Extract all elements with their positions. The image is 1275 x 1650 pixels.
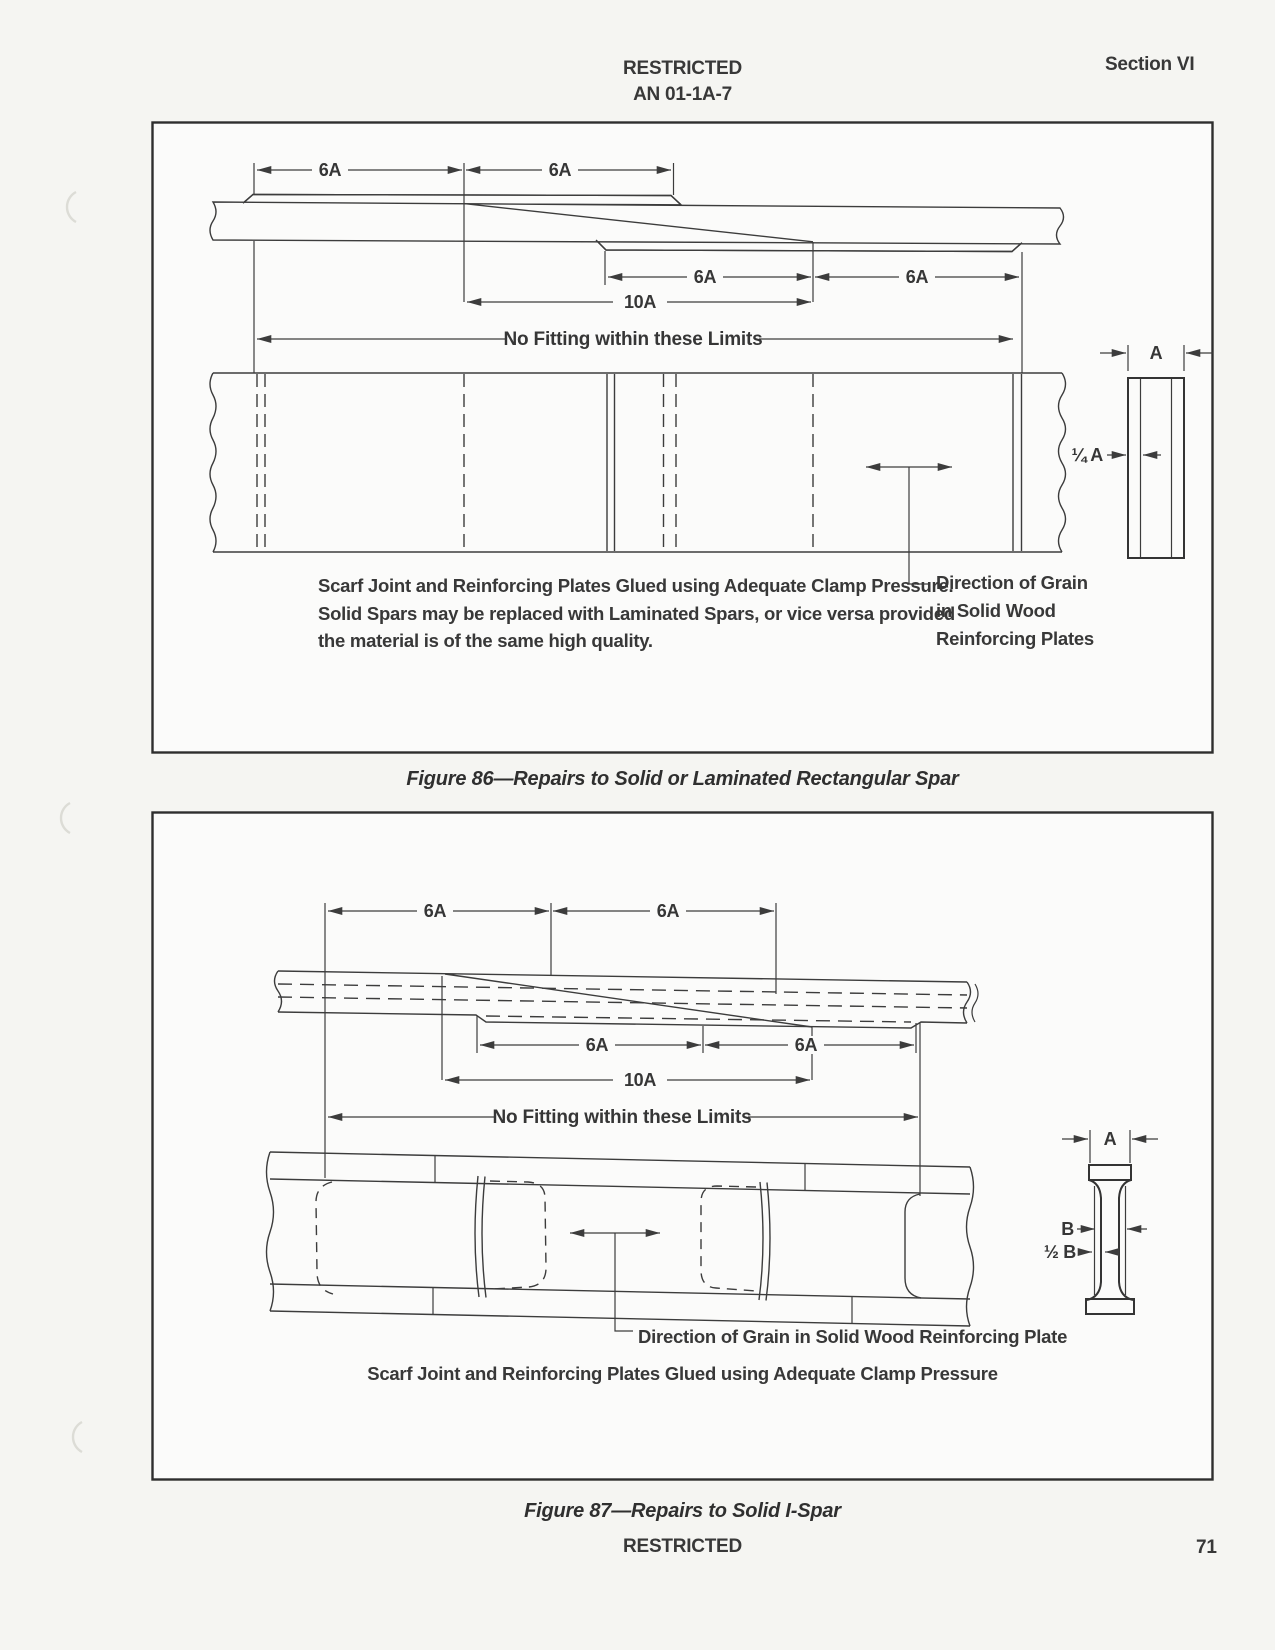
fig86-plan-view (209, 372, 1067, 553)
fig86-caption: Figure 86—Repairs to Solid or Laminated … (406, 768, 959, 790)
fig86-dim-no-fitting: No Fitting within these Limits (504, 329, 763, 350)
fig87-reinforcing-blocks (315, 1175, 922, 1301)
fig87-plan-view (265, 1151, 975, 1327)
fig87-spar-broken-edge-left (273, 970, 283, 1013)
fig87-dim-half-b: ½ B (1044, 1242, 1076, 1262)
fig86-plan-hidden-lines (256, 374, 814, 551)
fig87-hidden-lines (277, 983, 968, 1023)
fig86-plan-broken-edge-right (1057, 372, 1067, 553)
fig86-note-line2: Solid Spars may be replaced with Laminat… (318, 602, 955, 624)
fig87-dim-6a-top-right: 6A (657, 901, 680, 921)
fig87-dim-10a: 10A (624, 1070, 656, 1090)
fig87-dim-6a-bottom-left: 6A (586, 1035, 609, 1055)
fig87-spar-broken-edge-right (962, 981, 972, 1024)
fig86-label-knockouts (312, 161, 935, 349)
fig87-scarf-joint-line (444, 973, 813, 1028)
fig86-dim-6a-top-left: 6A (319, 160, 342, 180)
fig86-note: Scarf Joint and Reinforcing Plates Glued… (318, 572, 955, 655)
fig87-flange-seams (432, 1155, 853, 1324)
fig86-plan-broken-edge-left (209, 372, 217, 553)
fig86-grain-line2: in Solid Wood (936, 600, 1056, 621)
fig87-caption: Figure 87—Repairs to Solid I-Spar (524, 1500, 841, 1522)
fig86-plan-visible-joints (606, 374, 1023, 551)
fig87-cross-section (1062, 1130, 1158, 1315)
fig87-note: Scarf Joint and Reinforcing Plates Glued… (367, 1363, 998, 1384)
fig86-note-line3: the material is of the same high quality… (318, 630, 653, 651)
fig86-grain-label: Direction of Grain in Solid Wood Reinfor… (936, 569, 1094, 653)
fig86-dim-10a: 10A (624, 292, 656, 312)
fig87-side-view (273, 970, 979, 1029)
fig86-dim-6a-top-right: 6A (549, 160, 572, 180)
fig87-dim-6a-top-left: 6A (424, 901, 447, 921)
scan-artifacts (59, 190, 83, 1454)
fig86-note-line1: Scarf Joint and Reinforcing Plates Glued… (318, 575, 954, 596)
fig87-grain-leader-line (614, 1233, 633, 1332)
fig86-dim-a: A (1150, 343, 1163, 363)
header-classification: RESTRICTED (623, 58, 742, 79)
fig87-dim-6a-bottom-right: 6A (795, 1035, 818, 1055)
fig86-grain-leader-line (908, 467, 929, 585)
fig87-dim-b: B (1061, 1219, 1074, 1239)
fig86-scarf-joint-line (463, 202, 814, 243)
fig87-extension-lines (324, 903, 921, 1196)
fig87-dim-a: A (1104, 1129, 1117, 1149)
figure87-drawing: 6A 6A 6A 6A 10A No Fitting within these … (265, 901, 1158, 1332)
footer-classification: RESTRICTED (623, 1536, 742, 1557)
fig87-plan-broken-edge-left (265, 1151, 275, 1312)
figure87-panel-border (151, 811, 1214, 1481)
header-document-number: AN 01-1A-7 (633, 84, 732, 105)
header-section: Section VI (1105, 54, 1195, 75)
fig87-plan-broken-edge-right (965, 1166, 975, 1327)
footer-page-number: 71 (1196, 1537, 1217, 1558)
fig86-dim-quarter-a: ¼ A (1072, 445, 1104, 465)
fig86-grain-direction-arrow (866, 462, 952, 585)
fig86-side-view (209, 193, 1065, 253)
fig86-extension-lines (253, 163, 1023, 373)
fig86-grain-line3: Reinforcing Plates (936, 628, 1094, 649)
fig87-grain-direction-arrow (570, 1228, 660, 1332)
fig86-grain-line1: Direction of Grain (936, 572, 1088, 593)
fig86-cross-section (1100, 345, 1213, 559)
fig86-dim-6a-bottom-left: 6A (694, 267, 717, 287)
fig87-dim-no-fitting: No Fitting within these Limits (493, 1107, 752, 1128)
fig87-grain-label: Direction of Grain in Solid Wood Reinfor… (638, 1326, 1068, 1347)
fig86-dim-6a-bottom-right: 6A (906, 267, 929, 287)
fig87-spar-bottom-edge (277, 1011, 968, 1029)
figure86-drawing: 6A 6A 6A 6A 10A No Fitting within these … (209, 160, 1213, 585)
fig87-label-knockouts (417, 902, 824, 1127)
